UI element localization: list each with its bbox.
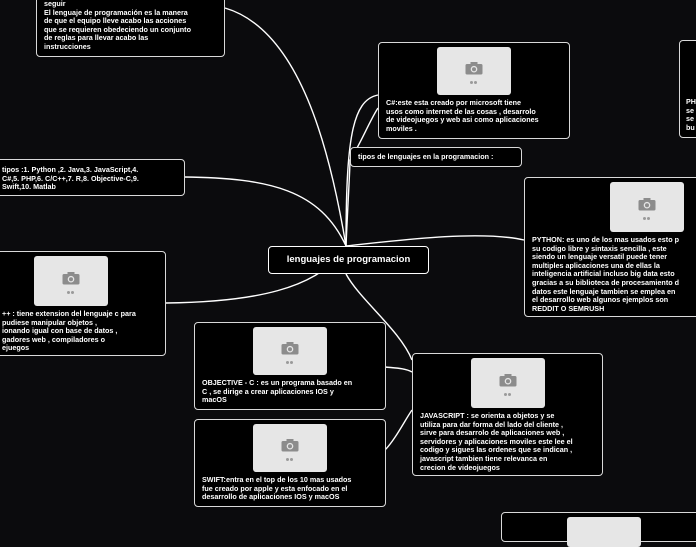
intro-text: seguir El lenguaje de programación es la… [44,0,191,51]
python-text: PYTHON: es uno de los mas usados esto p … [532,235,679,313]
cpp-node[interactable]: ++ : tiene extension del lenguaje c para… [0,251,166,356]
objc-text: OBJECTIVE - C : es un programa basado en… [202,378,353,405]
swift-image [253,424,327,472]
camera-icon [281,342,299,355]
csharp-text: C#:este esta creado por microsoft tiene … [386,98,539,133]
swift-node[interactable]: SWIFT:entra en el top de los 10 mas usad… [194,419,386,507]
tipos-list-node[interactable]: tipos :1. Python ,2. Java,3. JavaScript,… [0,159,185,196]
cpp-text: ++ : tiene extension del lenguaje c para… [2,309,136,353]
tipos-header-node[interactable]: tipos de lenguajes en la programacion : [350,147,522,167]
placeholder-dots-icon [503,390,512,396]
csharp-image [437,47,511,95]
objc-node[interactable]: OBJECTIVE - C : es un programa basado en… [194,322,386,410]
php-text: PH se se bu [686,97,696,132]
javascript-node[interactable]: JAVASCRIPT : se orienta a objetos y se u… [412,353,603,476]
tipos-header-text: tipos de lenguajes en la programacion : [358,152,494,161]
javascript-image [470,358,545,408]
objc-image [253,327,327,375]
placeholder-dots-icon [286,358,294,364]
csharp-node[interactable]: C#:este esta creado por microsoft tiene … [378,42,570,139]
php-node[interactable]: PH se se bu [679,40,696,138]
camera-icon [499,374,516,387]
javascript-text: JAVASCRIPT : se orienta a objetos y se u… [420,411,573,472]
offscreen-image [566,517,641,547]
central-topic[interactable]: lenguajes de programacion [268,246,429,274]
python-image [610,182,684,232]
camera-icon [62,272,80,285]
cpp-image [34,256,108,306]
placeholder-dots-icon [67,288,75,294]
camera-icon [638,198,656,211]
swift-text: SWIFT:entra en el top de los 10 mas usad… [202,475,352,502]
intro-node[interactable]: seguir El lenguaje de programación es la… [36,0,225,57]
camera-icon [281,439,299,452]
placeholder-dots-icon [470,78,478,84]
placeholder-dots-icon [643,214,651,220]
camera-icon [465,62,483,75]
placeholder-dots-icon [286,455,294,461]
offscreen-node[interactable] [501,512,696,547]
python-node[interactable]: PYTHON: es uno de los mas usados esto p … [524,177,696,317]
tipos-list-text: tipos :1. Python ,2. Java,3. JavaScript,… [2,165,139,192]
